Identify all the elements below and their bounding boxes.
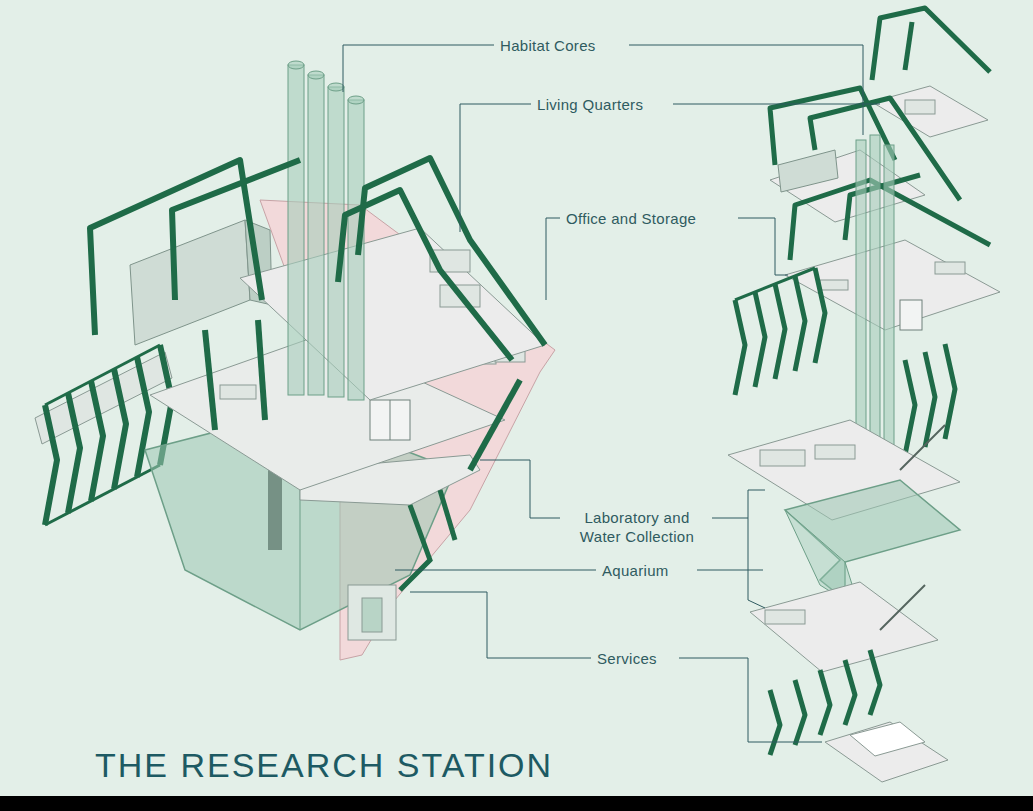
lab-ribs: [735, 300, 745, 395]
roof-slab: [872, 86, 988, 137]
leader-lines: [343, 45, 880, 742]
lab-ribs: [755, 292, 765, 387]
part-label: Laboratory and Water Collection: [563, 508, 711, 546]
services-ribs: [870, 650, 880, 715]
leader-lines: [673, 104, 880, 105]
office-floor: [820, 280, 848, 290]
aquarium-tank: [785, 480, 960, 610]
portal-frames: [358, 158, 545, 345]
living-floor: [778, 150, 838, 192]
upper-rooms: [130, 220, 250, 345]
lab-ribs: [925, 352, 935, 447]
part-label: Aquarium: [599, 561, 672, 580]
leader-lines: [738, 218, 788, 275]
habitat-cores: [288, 65, 304, 395]
aquarium-floor: [765, 610, 805, 624]
lab-rib-frames: [91, 381, 103, 501]
portal-frames: [90, 158, 545, 470]
habitat-cores: [288, 61, 364, 400]
leader-lines: [410, 592, 591, 658]
part-label: Habitat Cores: [497, 36, 599, 55]
habitat-cores: [288, 61, 304, 69]
exploded-cores: [884, 145, 894, 445]
leader-lines: [480, 460, 560, 518]
services-box: [348, 585, 396, 640]
services-ribs: [795, 680, 805, 745]
exploded-cores: [856, 135, 894, 445]
lab-ribs: [945, 344, 955, 439]
office-floor: [900, 300, 922, 330]
aquarium-floor: [750, 582, 938, 672]
aquarium-floor: [750, 582, 938, 672]
office-slab: [370, 400, 410, 440]
lab-rib-frames: [45, 405, 57, 525]
exploded-cores: [856, 140, 866, 440]
services-ribs: [770, 690, 780, 755]
leader-lines: [697, 570, 763, 571]
lab-rib-frames: [114, 369, 126, 489]
roof-slab: [872, 86, 988, 137]
lab-rib-frames: [35, 345, 172, 525]
diagram-title: THE RESEARCH STATION: [95, 745, 553, 785]
services-floor: [825, 722, 948, 782]
bottom-bar: [0, 796, 1033, 811]
roof-frame: [872, 8, 990, 80]
living-slab: [240, 228, 545, 400]
leader-lines: [679, 658, 822, 742]
portal-frames: [470, 380, 520, 470]
lab-ribs: [775, 284, 785, 379]
exploded-cores: [870, 135, 880, 440]
aquarium-floor: [880, 585, 925, 630]
lab-ribs: [905, 360, 915, 455]
lab-rib-frames: [68, 393, 80, 513]
roof-slab: [905, 100, 935, 114]
leader-lines: [546, 218, 560, 300]
lab-floor: [815, 445, 855, 459]
habitat-cores: [308, 75, 324, 395]
habitat-cores: [308, 71, 324, 79]
services-ribs: [845, 660, 855, 725]
lab-slab: [400, 505, 430, 590]
roof-frame: [905, 22, 912, 70]
lab-floor: [760, 450, 805, 466]
services-box: [362, 598, 382, 632]
lab-ribs: [815, 268, 825, 363]
services-box: [348, 585, 396, 640]
part-label: Living Quarters: [534, 95, 646, 114]
portal-frames: [205, 330, 215, 430]
lab-rib-frames: [45, 465, 160, 525]
services-ribs: [820, 670, 830, 735]
services-floor: [850, 722, 925, 756]
leader-lines: [629, 45, 863, 135]
lab-slab: [440, 490, 455, 540]
leader-lines: [748, 518, 765, 608]
leader-lines: [712, 490, 765, 518]
lab-rib-frames: [137, 357, 149, 477]
office-slab: [220, 385, 256, 399]
living-slab: [240, 228, 545, 400]
lab-rib-frames: [45, 345, 160, 405]
leader-lines: [343, 45, 494, 92]
lab-ribs: [795, 276, 805, 371]
office-floor: [935, 262, 965, 274]
leader-lines: [460, 104, 531, 232]
portal-frames: [172, 160, 300, 300]
office-slab: [390, 400, 391, 440]
services-floor: [825, 722, 948, 782]
portal-frames: [258, 320, 265, 420]
habitat-cores: [328, 83, 344, 91]
lab-floor: [900, 425, 945, 470]
part-label: Office and Storage: [563, 209, 699, 228]
roof-frame: [872, 8, 990, 80]
leader-lines: [395, 570, 596, 571]
portal-frames: [338, 190, 512, 360]
habitat-cores: [348, 96, 364, 104]
part-label: Services: [594, 649, 660, 668]
